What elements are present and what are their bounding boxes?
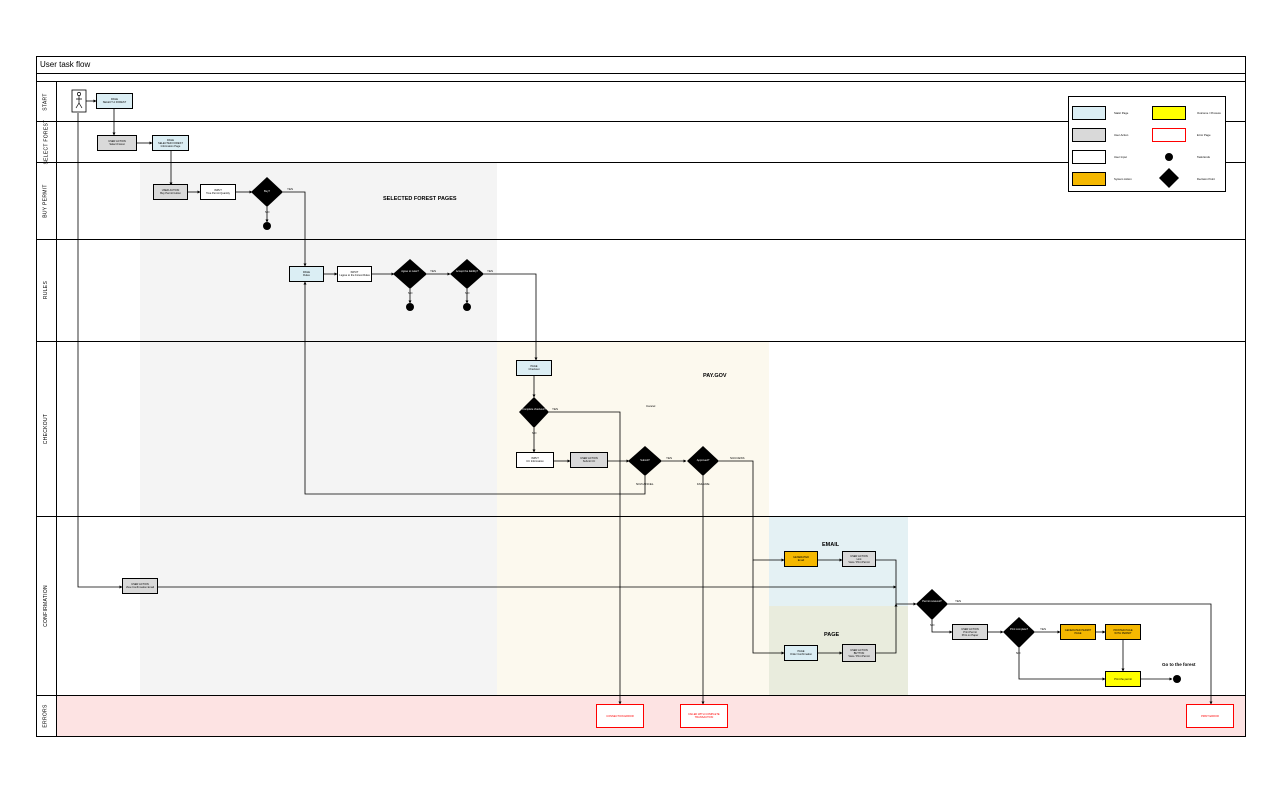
label-no-cancel: NO/CANCEL (636, 482, 654, 486)
legend-label-error: Error Page (1197, 133, 1211, 137)
email-title: EMAIL (822, 542, 840, 548)
lane-label-column (56, 82, 57, 737)
legend-label-end: Task Ends (1197, 155, 1210, 159)
label-yes: YES (955, 599, 961, 603)
legend: Static Page Outcome / Process User Actio… (1068, 96, 1226, 192)
lane-divider (36, 695, 1246, 696)
legend-swatch-error (1152, 128, 1186, 142)
end-note: Go to the forest (1162, 662, 1196, 667)
decision-accept-liability: Accept the liability? (455, 270, 479, 273)
legend-label-outcome: Outcome / Process (1197, 111, 1221, 115)
lane-divider (36, 516, 1246, 517)
label-no: NO (532, 431, 537, 435)
paygov-title: PAY.GOV (703, 373, 727, 379)
error-print-node: PRINT ERROR (1186, 704, 1234, 728)
legend-swatch-user (1072, 128, 1106, 142)
legend-swatch-page (1072, 106, 1106, 120)
decision-submit: Submit? (640, 459, 650, 462)
diagram-title: User task flow (36, 56, 1246, 74)
label-yes: YES (666, 456, 672, 460)
label-success: SUCCESS (730, 456, 745, 460)
legend-label-system: System Action (1114, 177, 1132, 181)
decision-approved: Approved? (696, 459, 710, 462)
decision-permit-received: Permit received? (922, 600, 942, 603)
label-no: NO (408, 291, 413, 295)
legend-swatch-input (1072, 150, 1106, 164)
label-yes: YES (287, 187, 293, 191)
legend-label-input: User Input (1114, 155, 1127, 159)
selected-forest-title: SELECTED FOREST PAGES (383, 196, 457, 202)
paygov-region (497, 341, 769, 695)
label-yes: YES (552, 407, 558, 411)
page-title: PAGE (824, 632, 840, 638)
legend-label-user: User Action (1114, 133, 1129, 137)
label-yes: YES (430, 269, 436, 273)
cancel-note: Cancel (646, 404, 656, 408)
decision-buy: Buy? (264, 190, 270, 193)
label-yes: YES (487, 269, 493, 273)
selected-forest-region (140, 162, 497, 695)
title-sub-bar (36, 74, 1246, 82)
label-failure: FAILURE (697, 482, 710, 486)
lane-divider (36, 341, 1246, 342)
permit-ready-node: Print the permit (1105, 671, 1141, 687)
label-no: NO (465, 291, 470, 295)
legend-swatch-decision (1159, 168, 1179, 188)
label-no: NO (930, 623, 935, 627)
legend-swatch-outcome (1152, 106, 1186, 120)
legend-label-page: Static Page (1114, 111, 1129, 115)
decision-agree-rules: Agree to rules? (401, 270, 419, 273)
decision-print-done: Print complete? (1009, 628, 1029, 631)
legend-swatch-system (1072, 172, 1106, 186)
errors-lane-bg (57, 696, 1245, 736)
legend-swatch-end (1165, 153, 1173, 161)
legend-label-decision: Decision Point (1197, 177, 1215, 181)
lane-divider (36, 162, 1246, 163)
lane-divider (36, 239, 1246, 240)
lane-divider (36, 121, 1246, 122)
label-yes: YES (1040, 627, 1046, 631)
label-no: NO (265, 210, 270, 214)
label-no: NO (1016, 651, 1021, 655)
error-connection-node: CONNECTION ERROR (596, 704, 644, 728)
decision-complete-checkout: Complete checkout? (522, 408, 546, 411)
